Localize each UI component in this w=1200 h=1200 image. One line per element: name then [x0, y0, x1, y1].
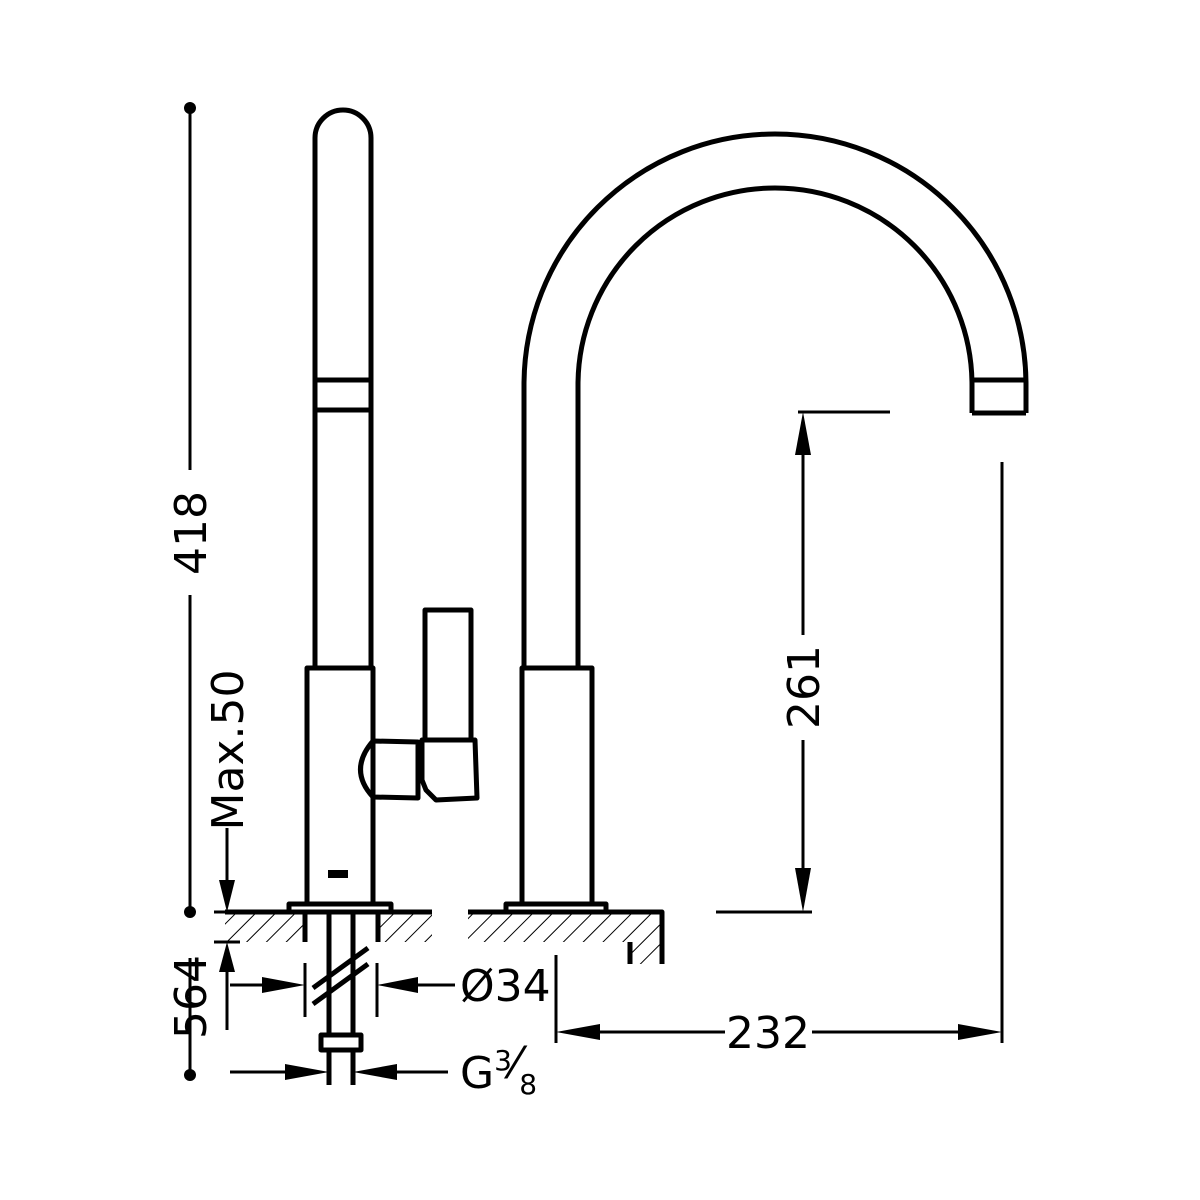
overall-height-label: 418	[166, 491, 217, 575]
countertop-right	[468, 909, 665, 964]
countertop-left	[225, 909, 432, 942]
shank-break	[311, 945, 370, 991]
brand-logo	[328, 870, 348, 878]
max-deck-thickness-label: Max.50	[203, 670, 254, 831]
connection-denominator: 8	[519, 1068, 537, 1101]
side-lever-hub	[419, 737, 480, 803]
connection-thread-label: G3⁄8	[460, 1038, 537, 1101]
connection-prefix: G	[460, 1048, 494, 1099]
front-base-plate	[503, 901, 609, 915]
base-diameter-label: Ø34	[460, 961, 551, 1012]
front-view	[503, 131, 1029, 915]
side-spout-tube	[312, 107, 374, 668]
side-lever-handle	[422, 607, 474, 743]
connection-numerator: 3	[494, 1044, 512, 1077]
dimension-end-dots	[184, 102, 196, 1081]
front-body	[519, 665, 595, 907]
below-deck-length-label: 564	[166, 955, 217, 1039]
side-view	[286, 107, 480, 1085]
shank-break	[311, 961, 370, 1007]
dimension-arrowheads	[219, 412, 1002, 1080]
spout-height-label: 261	[779, 645, 830, 729]
side-lever-cam	[358, 738, 421, 801]
front-spout-inner	[575, 185, 975, 668]
hose-connector	[318, 1032, 364, 1053]
front-spout-outer	[521, 131, 1029, 668]
spout-reach-label: 232	[726, 1008, 810, 1059]
